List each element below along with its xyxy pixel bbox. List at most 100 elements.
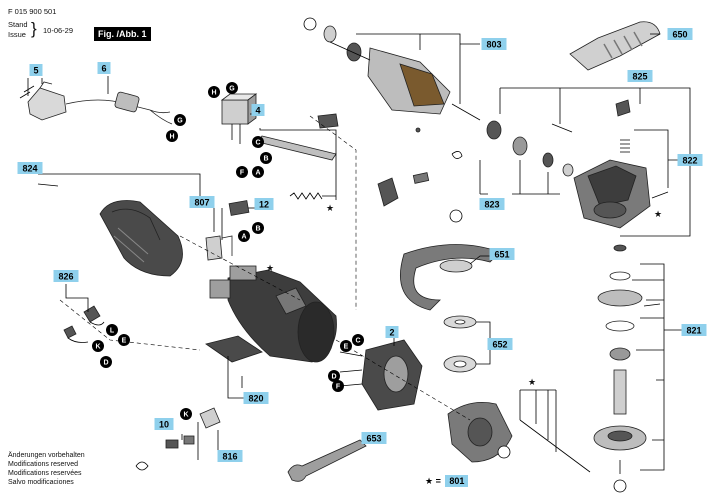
callout-text: F	[336, 384, 341, 391]
leader-line	[632, 263, 682, 471]
side-handle-part	[569, 21, 661, 71]
callout-b: B	[260, 152, 272, 164]
callout-text: G	[177, 118, 183, 125]
part-label-822: 822	[677, 154, 703, 166]
callout-b: B	[252, 222, 264, 234]
brace-icon: }	[31, 19, 37, 38]
callout-f: F	[236, 166, 248, 178]
callout-a: A	[252, 166, 264, 178]
star-legend-symbol: ★ =	[425, 476, 441, 486]
carbon-brush-part	[412, 172, 430, 184]
part-10	[165, 439, 179, 449]
armature-part	[323, 25, 481, 121]
part-label-text: 826	[58, 272, 73, 282]
leader-line	[469, 255, 492, 265]
part-label-652: 652	[487, 338, 513, 350]
spring-part	[289, 192, 323, 200]
part-label-5: 5	[29, 64, 43, 76]
callout-text: D	[103, 360, 108, 367]
callout-g: G	[226, 82, 238, 94]
doc-number: F 015 900 501	[8, 7, 57, 16]
part-label-text: 822	[682, 156, 697, 166]
callout-text: X	[618, 484, 623, 491]
callout-text: F	[240, 170, 245, 177]
callout-text: L	[110, 328, 115, 335]
callout-text: D	[331, 374, 336, 381]
callout-l: L	[106, 324, 118, 336]
callout-g: G	[174, 114, 186, 126]
star-icon: ★	[528, 377, 537, 387]
screw-824	[37, 183, 59, 187]
bearing-flange-part	[447, 401, 591, 473]
issue-label: Issue	[8, 30, 26, 39]
part-label-653: 653	[361, 432, 387, 444]
part-label-4: 4	[251, 104, 265, 116]
callout-e: E	[340, 340, 352, 352]
leader-line	[259, 128, 337, 200]
dash-line	[179, 235, 301, 301]
part-label-2: 2	[385, 326, 399, 338]
rear-cover-part	[99, 200, 183, 277]
part-label-text: 825	[632, 72, 647, 82]
part-label-text: 652	[492, 340, 507, 350]
callout-x: X	[303, 17, 317, 31]
part-label-651: 651	[489, 248, 515, 260]
issue-date: 10-06-29	[43, 26, 74, 35]
callout-e: E	[118, 334, 130, 346]
leader-line	[519, 389, 557, 452]
part-label-825: 825	[627, 70, 653, 82]
callout-k: K	[92, 340, 104, 352]
part-label-821: 821	[681, 324, 707, 336]
ring-part	[135, 461, 149, 471]
leader-line	[27, 78, 43, 96]
stand-label: Stand	[8, 20, 28, 29]
part-label-text: 2	[389, 328, 394, 338]
callout-k: K	[180, 408, 192, 420]
part-label-826: 826	[53, 270, 79, 282]
small-part-803	[415, 127, 421, 133]
footer-note: Modifications reservées	[8, 470, 82, 477]
part-label-820: 820	[243, 392, 269, 404]
brush-holder-part-826	[63, 305, 105, 343]
callout-text: X	[454, 214, 459, 221]
brush-cap-part	[377, 177, 399, 207]
callout-x: X	[497, 445, 511, 459]
callout-x: X	[613, 479, 627, 493]
bracket-part-807	[205, 235, 233, 261]
part-label-text: 807	[194, 198, 209, 208]
cable-part	[65, 91, 173, 125]
part-label-text: 650	[672, 30, 687, 40]
part-label-text: 651	[494, 250, 509, 260]
screw-821	[643, 303, 661, 307]
dash-line	[59, 299, 201, 351]
plate-part-820	[205, 335, 263, 363]
part-label-816: 816	[217, 450, 243, 462]
part-label-text: 653	[366, 434, 381, 444]
spindle-parts-821	[593, 244, 647, 474]
part-label-6: 6	[97, 62, 111, 74]
leader-line	[356, 33, 480, 104]
callout-text: A	[241, 234, 246, 241]
part-label-text: 821	[686, 326, 701, 336]
leader-line	[634, 129, 680, 188]
leader-line	[38, 173, 201, 200]
screw-822	[651, 191, 669, 199]
leader-line	[479, 160, 560, 195]
callout-h: H	[166, 130, 178, 142]
part-label-text: 12	[259, 200, 269, 210]
part-label-824: 824	[17, 162, 43, 174]
callout-text: K	[183, 412, 188, 419]
callout-text: G	[229, 86, 235, 93]
callout-text: A	[255, 170, 260, 177]
callout-text: X	[308, 22, 313, 29]
part-label-text: 6	[101, 64, 106, 74]
part-label-text: 803	[486, 40, 501, 50]
star-icon: ★	[326, 203, 335, 213]
part-label-10: 10	[154, 418, 174, 430]
callout-h: H	[208, 86, 220, 98]
callout-text: C	[355, 338, 360, 345]
callout-text: B	[255, 226, 260, 233]
footer-note: Modifications reserved	[8, 461, 79, 468]
